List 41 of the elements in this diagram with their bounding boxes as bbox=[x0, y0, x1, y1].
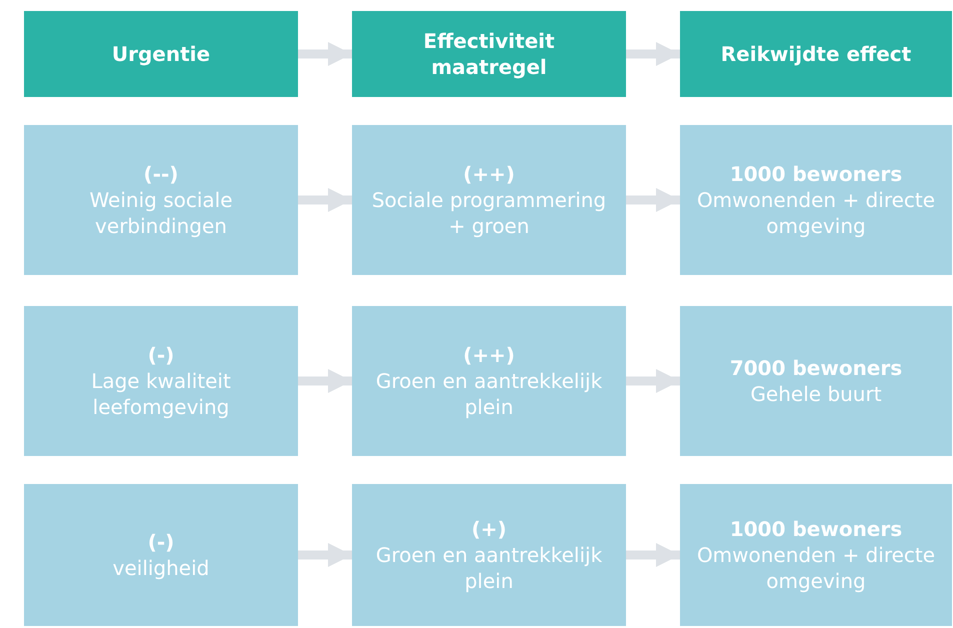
box-text: veiligheid bbox=[112, 555, 210, 581]
box-text: Sociale programmering + groen bbox=[370, 187, 608, 239]
box-text: Omwonenden + directe omgeving bbox=[696, 187, 936, 239]
content-box bbox=[680, 484, 952, 626]
arrow bbox=[298, 42, 352, 66]
box-text: Omwonenden + directe omgeving bbox=[696, 542, 936, 594]
content-box bbox=[24, 306, 298, 456]
content-box bbox=[352, 484, 626, 626]
content-box bbox=[680, 125, 952, 275]
box-text: Groen en aantrekkelijk plein bbox=[374, 368, 604, 420]
box-heading: (++) bbox=[463, 161, 515, 187]
box-heading: 1000 bewoners bbox=[730, 516, 902, 542]
box-text: Groen en aantrekkelijk plein bbox=[374, 542, 604, 594]
content-box bbox=[352, 125, 626, 275]
box-heading: 1000 bewoners bbox=[730, 161, 902, 187]
arrow bbox=[626, 543, 680, 567]
box-heading: (++) bbox=[463, 342, 515, 368]
content-box bbox=[24, 484, 298, 626]
column-heading: Effectiviteit maatregel bbox=[422, 28, 556, 80]
box-heading: (--) bbox=[144, 161, 178, 187]
box-text: Weinig sociale verbindingen bbox=[88, 187, 234, 239]
arrow bbox=[298, 188, 352, 212]
content-box bbox=[680, 306, 952, 456]
header-box bbox=[352, 11, 626, 97]
arrow bbox=[626, 188, 680, 212]
arrow bbox=[298, 369, 352, 393]
box-heading: 7000 bewoners bbox=[730, 355, 902, 381]
arrow bbox=[626, 369, 680, 393]
column-heading: Reikwijdte effect bbox=[720, 41, 912, 67]
box-heading: (-) bbox=[148, 342, 174, 368]
box-heading: (+) bbox=[471, 516, 507, 542]
box-heading: (-) bbox=[148, 529, 174, 555]
header-box bbox=[680, 11, 952, 97]
column-heading: Urgentie bbox=[112, 41, 210, 67]
box-text: Lage kwaliteit leefomgeving bbox=[90, 368, 232, 420]
arrow bbox=[298, 543, 352, 567]
box-text: Gehele buurt bbox=[750, 381, 882, 407]
arrow bbox=[626, 42, 680, 66]
content-box bbox=[352, 306, 626, 456]
header-box bbox=[24, 11, 298, 97]
content-box bbox=[24, 125, 298, 275]
